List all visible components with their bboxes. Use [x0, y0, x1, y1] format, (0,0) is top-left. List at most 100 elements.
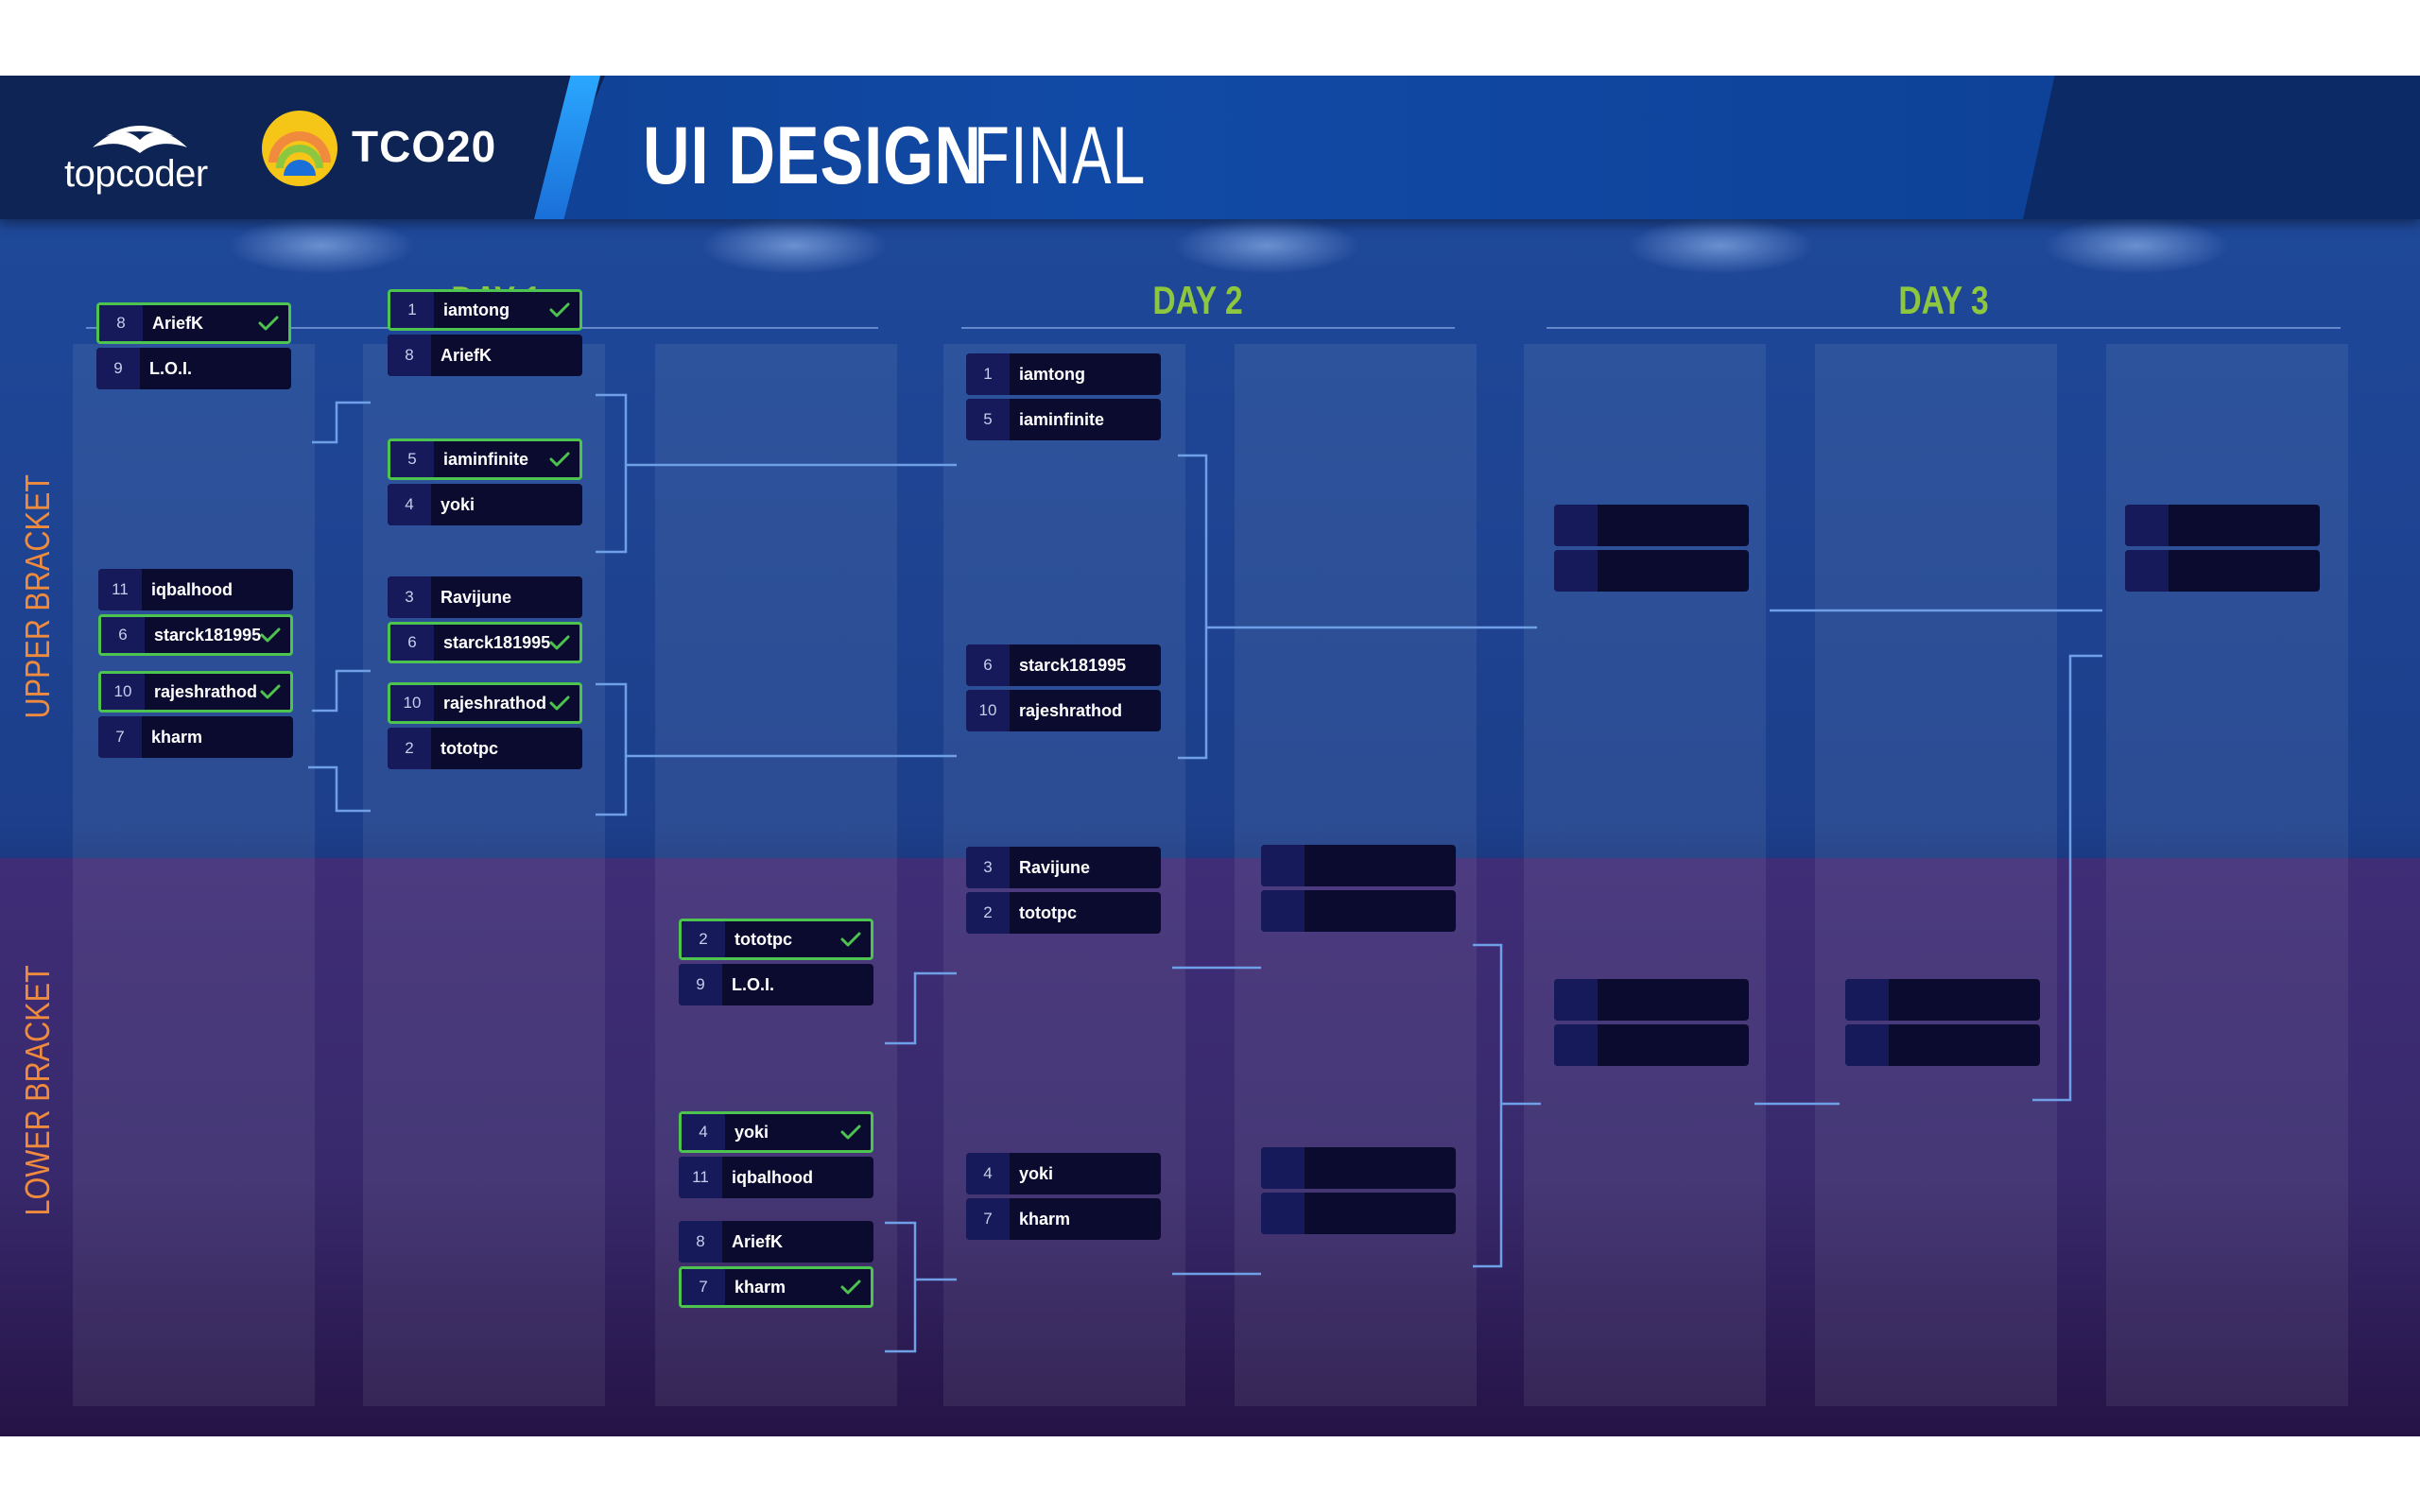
seed-number: 8 [388, 335, 431, 376]
player-name: kharm [735, 1277, 786, 1297]
player-name: rajeshrathod [443, 693, 547, 713]
tco-logo-icon [262, 111, 337, 186]
match-slot[interactable] [1845, 979, 2040, 1021]
match-slot[interactable]: 7 kharm [98, 716, 293, 758]
seed-number: 6 [390, 625, 434, 661]
player-name: L.O.I. [732, 974, 774, 994]
player-name: iqbalhood [151, 579, 233, 599]
match-slot[interactable] [1845, 1024, 2040, 1066]
seed-number: 8 [679, 1221, 722, 1263]
match-slot[interactable]: 4 yoki [388, 484, 582, 525]
seed-number: 1 [966, 353, 1010, 395]
match-slot[interactable]: 6 starck181995 [388, 622, 582, 663]
lower-bracket-label: LOWER BRACKET [18, 965, 57, 1216]
match-slot[interactable]: 8 AriefK [679, 1221, 873, 1263]
match-slot[interactable]: 1 iamtong [966, 353, 1161, 395]
winner-check-icon [549, 696, 570, 711]
seed-number [1845, 979, 1889, 1021]
match-slot[interactable]: 10 rajeshrathod [388, 682, 582, 724]
winner-check-icon [260, 627, 281, 643]
player-name: starck181995 [443, 632, 551, 652]
seed-number [1554, 550, 1598, 592]
player-name: AriefK [152, 313, 204, 333]
spotlight [1172, 217, 1361, 274]
player-name: L.O.I. [149, 358, 192, 378]
player-name: kharm [151, 727, 203, 747]
match-slot[interactable] [1554, 1024, 1749, 1066]
match-slot[interactable]: 6 starck181995 [98, 614, 293, 656]
player-name: kharm [1019, 1209, 1071, 1228]
player-name: yoki [441, 494, 475, 514]
seed-number: 10 [101, 674, 145, 710]
seed-number: 11 [679, 1157, 722, 1198]
seed-number: 11 [98, 569, 142, 610]
winner-check-icon [840, 1125, 861, 1140]
seed-number [1261, 1147, 1305, 1189]
seed-number: 4 [966, 1153, 1010, 1194]
seed-number: 7 [98, 716, 142, 758]
seed-number [1261, 1193, 1305, 1234]
player-name: AriefK [732, 1231, 784, 1251]
header-decoration [2023, 76, 2420, 219]
match-slot[interactable] [1554, 550, 1749, 592]
player-name: starck181995 [154, 625, 262, 644]
seed-number: 2 [388, 728, 431, 769]
match-slot[interactable] [2125, 505, 2320, 546]
match-slot[interactable] [1261, 890, 1456, 932]
seed-number: 7 [682, 1269, 725, 1305]
seed-number: 2 [682, 921, 725, 957]
match-slot[interactable]: 8 AriefK [96, 302, 291, 344]
winner-check-icon [260, 684, 281, 699]
seed-number: 6 [101, 617, 145, 653]
winner-check-icon [840, 1280, 861, 1295]
seed-number [1554, 979, 1598, 1021]
match-slot[interactable]: 7 kharm [679, 1266, 873, 1308]
winner-check-icon [549, 635, 570, 650]
seed-number [1554, 1024, 1598, 1066]
player-name: iaminfinite [1019, 409, 1105, 429]
player-name: iqbalhood [732, 1167, 813, 1187]
match-slot[interactable] [1554, 979, 1749, 1021]
seed-number: 2 [966, 892, 1010, 934]
player-name: Ravijune [441, 587, 512, 607]
seed-number [2125, 550, 2169, 592]
match-slot[interactable] [1261, 1193, 1456, 1234]
seed-number: 10 [390, 685, 434, 721]
match-slot[interactable]: 11 iqbalhood [98, 569, 293, 610]
topcoder-logo-icon [93, 126, 187, 153]
match-slot[interactable] [1554, 505, 1749, 546]
bracket-connector [312, 669, 371, 713]
winner-check-icon [549, 452, 570, 467]
seed-number: 3 [966, 847, 1010, 888]
tco-wordmark: TCO20 [352, 122, 497, 171]
seed-number: 8 [99, 305, 143, 341]
player-name: iamtong [1019, 364, 1085, 384]
match-slot[interactable] [1261, 1147, 1456, 1189]
header-banner: topcoder TCO20 UI DESIGN FINAL [0, 76, 2420, 219]
seed-number: 6 [966, 644, 1010, 686]
winner-check-icon [549, 302, 570, 318]
match-slot[interactable] [2125, 550, 2320, 592]
match-slot[interactable] [1261, 845, 1456, 886]
match-slot[interactable]: 11 iqbalhood [679, 1157, 873, 1198]
bracket-column [1815, 344, 2057, 1406]
bracket-connector [312, 401, 371, 444]
seed-number: 4 [388, 484, 431, 525]
